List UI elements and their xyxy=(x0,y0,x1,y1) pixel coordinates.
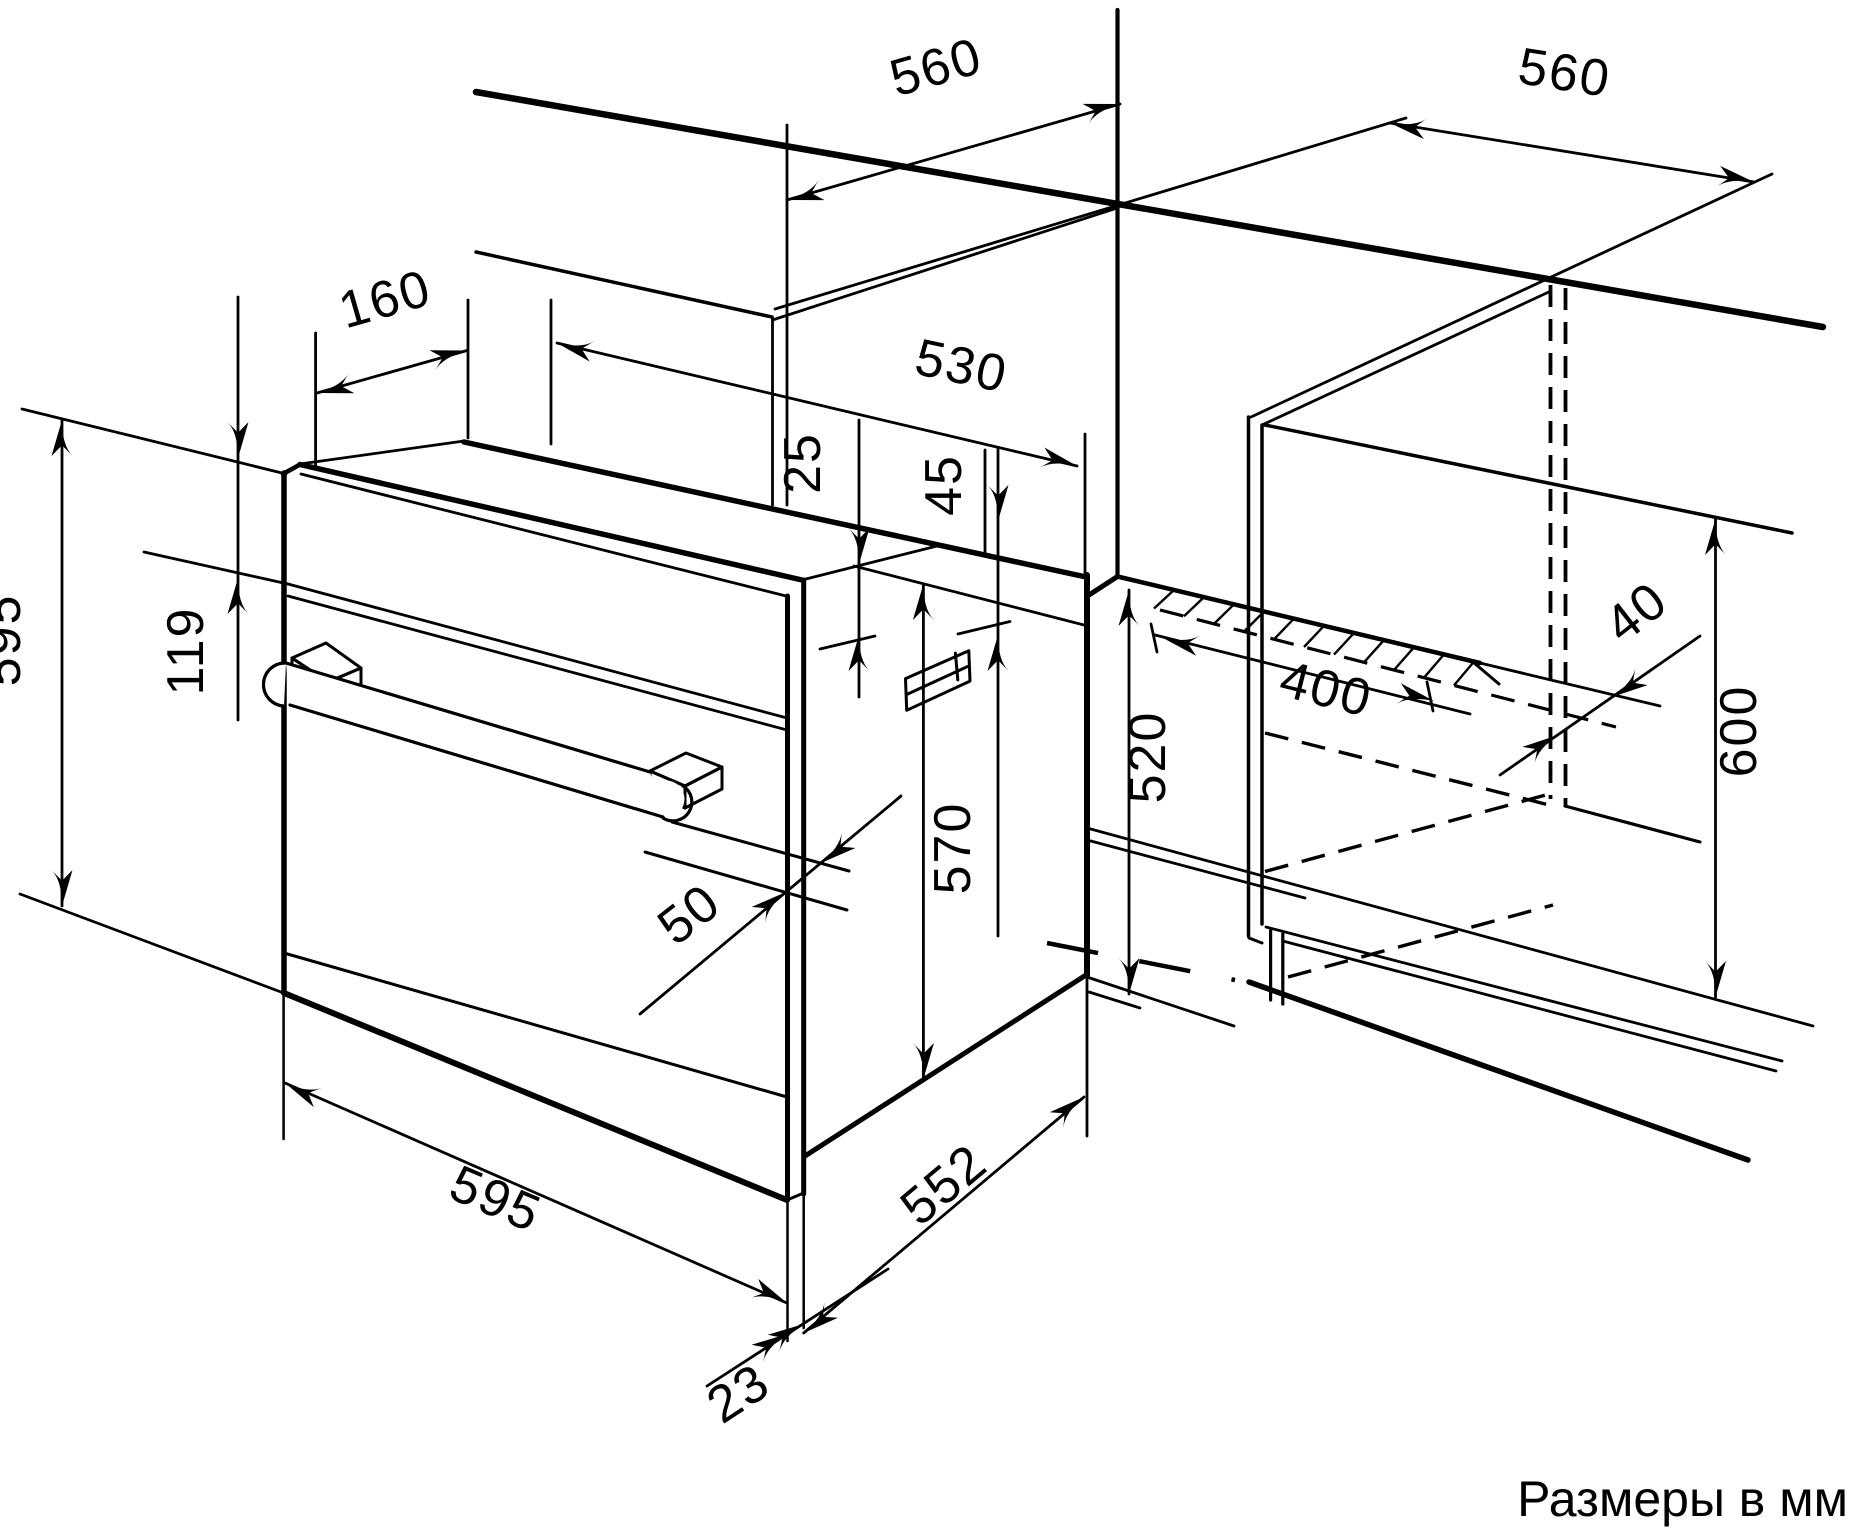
svg-text:Размеры в мм: Размеры в мм xyxy=(1517,1471,1848,1527)
svg-text:25: 25 xyxy=(774,432,832,494)
svg-text:520: 520 xyxy=(1119,711,1177,804)
svg-text:119: 119 xyxy=(157,607,215,696)
svg-text:595: 595 xyxy=(0,594,32,687)
svg-text:600: 600 xyxy=(1710,685,1768,778)
svg-text:570: 570 xyxy=(924,802,982,895)
svg-text:560: 560 xyxy=(1514,37,1615,109)
svg-text:45: 45 xyxy=(915,454,973,516)
